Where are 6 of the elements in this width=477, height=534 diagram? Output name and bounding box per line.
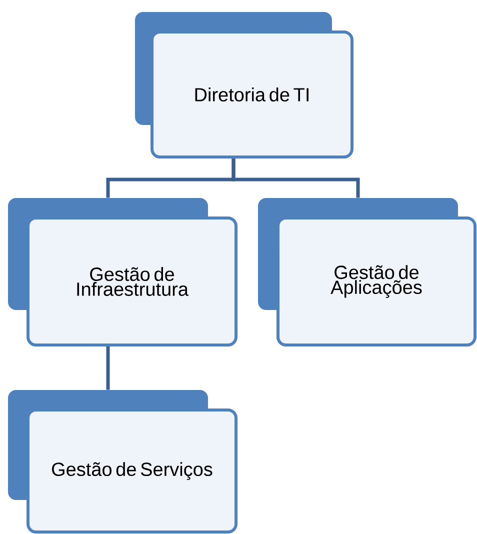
org-box: Diretoria de TI: [135, 12, 354, 158]
connector-line: [232, 158, 360, 198]
connector-line: [106, 346, 110, 390]
org-box: Gestão de Serviços: [8, 390, 238, 534]
org-box: Gestão de Aplicações: [258, 198, 476, 346]
org-box: Gestão de Infraestrutura: [8, 198, 238, 346]
